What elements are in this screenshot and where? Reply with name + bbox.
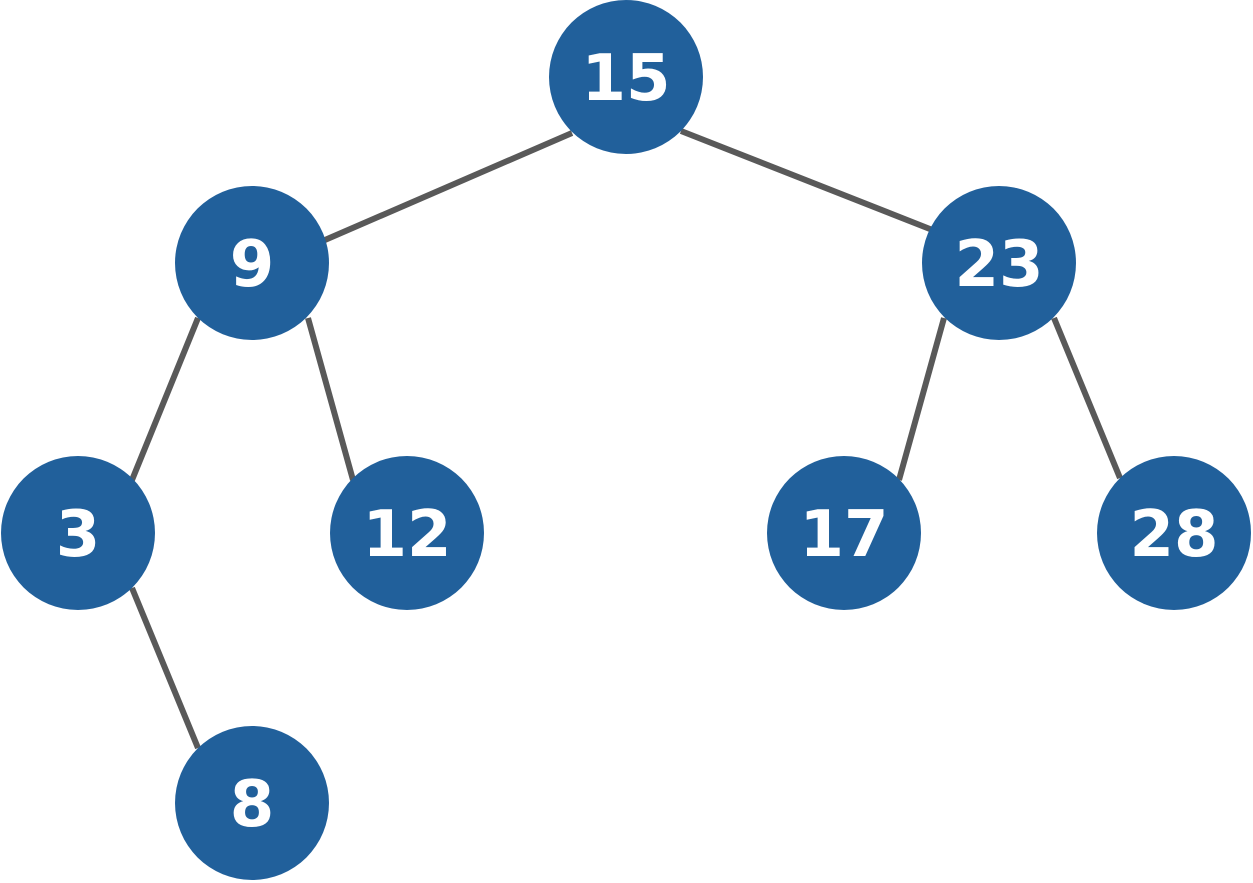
edge-15-9 xyxy=(316,130,574,246)
edge-23-28 xyxy=(1051,316,1123,480)
tree-node-3[interactable]: 3 xyxy=(1,456,155,610)
tree-node-15[interactable]: 15 xyxy=(549,0,703,154)
tree-node-8[interactable]: 8 xyxy=(175,726,329,880)
node-circle xyxy=(1097,456,1251,610)
edges-layer xyxy=(129,128,1123,750)
node-circle xyxy=(175,186,329,340)
node-circle xyxy=(330,456,484,610)
tree-node-9[interactable]: 9 xyxy=(175,186,329,340)
tree-node-12[interactable]: 12 xyxy=(330,456,484,610)
node-circle xyxy=(767,456,921,610)
edge-15-23 xyxy=(679,128,937,234)
node-label: 9 xyxy=(230,228,275,302)
node-label: 28 xyxy=(1129,498,1218,572)
node-circle xyxy=(549,0,703,154)
tree-node-17[interactable]: 17 xyxy=(767,456,921,610)
tree-node-23[interactable]: 23 xyxy=(922,186,1076,340)
node-circle xyxy=(1,456,155,610)
edge-3-8 xyxy=(129,586,201,750)
node-label: 8 xyxy=(230,768,275,842)
edge-9-12 xyxy=(305,317,356,481)
node-circle xyxy=(922,186,1076,340)
node-label: 23 xyxy=(954,228,1043,302)
node-label: 3 xyxy=(56,498,101,572)
node-circle xyxy=(175,726,329,880)
edge-23-17 xyxy=(896,317,947,481)
node-label: 17 xyxy=(799,498,888,572)
node-label: 12 xyxy=(362,498,451,572)
edge-9-3 xyxy=(129,316,201,482)
tree-node-28[interactable]: 28 xyxy=(1097,456,1251,610)
node-label: 15 xyxy=(581,42,670,116)
